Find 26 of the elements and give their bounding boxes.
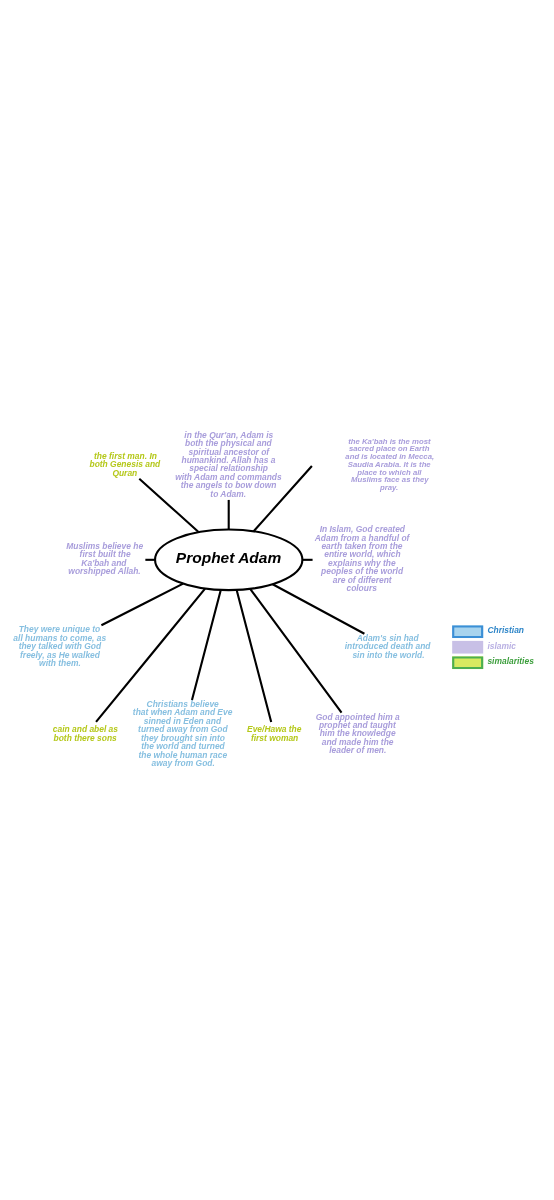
- connector: [272, 583, 365, 635]
- legend-label: Christian: [487, 625, 524, 636]
- legend-label: simalarities: [487, 656, 534, 667]
- connector: [252, 465, 313, 532]
- node-text: cain and abel as both there sons: [52, 724, 119, 743]
- node-text: in the Qur'an, Adam is both the physical and spiritual ancestor of humankind. Allah has a special relationship with Adam and commands the angels to bow down to Adam.: [175, 429, 282, 499]
- connector: [227, 499, 230, 530]
- node-ellipse: Prophet Adam: [154, 528, 304, 592]
- node-text: Adam's sin had introduced death and sin into the world.: [344, 632, 431, 660]
- connector: [100, 582, 184, 627]
- connector: [302, 558, 313, 561]
- connector: [249, 588, 343, 714]
- node-text: Muslims believe he first built the Ka'bah and worshipped Allah.: [66, 540, 144, 577]
- node-text: God appointed him a prophet and taught him the knowledge and made him the leader of men.: [315, 711, 400, 756]
- label: the Ka'bah is the most sacred place on Earth and is located in Mecca, Saudia Arabia. It is the place to which all Muslims face as they pray.: [345, 436, 435, 493]
- legend-label: islamic: [487, 640, 517, 651]
- connector: [190, 589, 222, 701]
- connector: [138, 478, 200, 533]
- connector: [145, 558, 155, 561]
- node-text: Eve/Hawa the first woman: [247, 724, 302, 743]
- node-text: They were unique to all humans to come, as they talked with God freely, as He walked with them.: [13, 624, 107, 668]
- node-text: Christians believe that when Adam and Eve sinned in Eden and turned away from God they brought sin into the world and turned the whole human race away from God.: [132, 698, 233, 769]
- node-text: In Islam, God created Adam from a handful of earth taken from the entire world, which explains why the peoples of the world are of different colours: [314, 524, 410, 594]
- connector: [235, 589, 273, 723]
- node-text: the first man. In both Genesis and Quran: [89, 450, 161, 478]
- connector: [95, 588, 206, 723]
